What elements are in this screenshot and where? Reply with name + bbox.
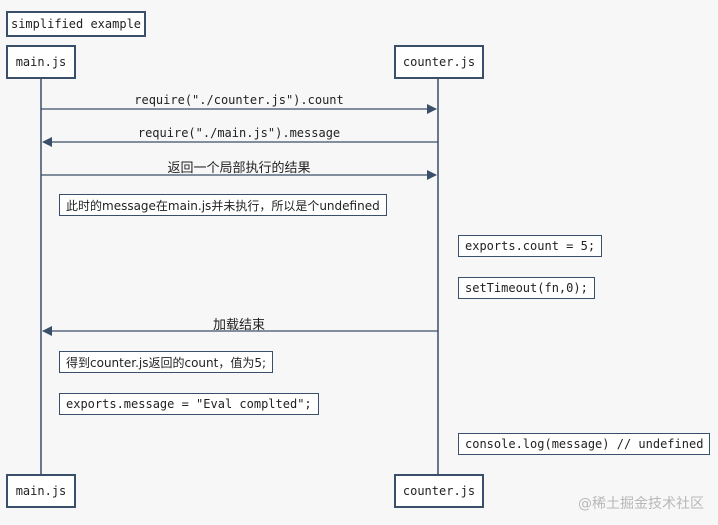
message-label-1: require("./counter.js").count — [134, 93, 344, 107]
participant-counter-bottom: counter.js — [394, 474, 484, 508]
note-console-log: console.log(message) // undefined — [458, 433, 711, 455]
participant-counter-top: counter.js — [394, 45, 484, 79]
watermark: @稀土掘金技术社区 — [578, 496, 704, 512]
participant-main-bottom: main.js — [6, 474, 76, 508]
message-label-3: 返回一个局部执行的结果 — [167, 161, 311, 176]
diagram-title: simplified example — [6, 11, 146, 37]
note-exports-count: exports.count = 5; — [458, 235, 603, 257]
participant-main-top: main.js — [6, 45, 76, 79]
note-got-count: 得到counter.js返回的count，值为5; — [59, 351, 274, 373]
note-message-undefined: 此时的message在main.js并未执行，所以是个undefined — [59, 194, 387, 216]
note-exports-message: exports.message = "Eval complted"; — [59, 393, 319, 415]
note-settimeout: setTimeout(fn,0); — [458, 277, 595, 299]
message-label-4: 加载结束 — [212, 318, 266, 333]
message-label-2: require("./main.js").message — [137, 126, 341, 140]
